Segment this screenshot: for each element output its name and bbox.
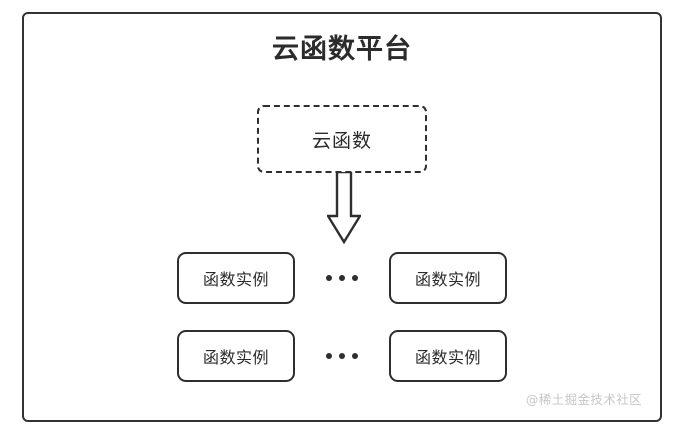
cloud-function-platform-frame: 云函数平台 云函数 函数实例 函数实例 函数实例 函数实例 xyxy=(22,12,662,422)
ellipsis-icon xyxy=(295,330,389,382)
ellipsis-dot xyxy=(339,353,345,359)
ellipsis-dot xyxy=(326,275,332,281)
cloud-function-label: 云函数 xyxy=(311,129,372,152)
instance-row: 函数实例 函数实例 xyxy=(24,252,660,304)
ellipsis-dot xyxy=(339,275,345,281)
cloud-function-node[interactable]: 云函数 xyxy=(257,105,427,173)
function-instance-label: 函数实例 xyxy=(202,270,269,289)
ellipsis-dot xyxy=(352,275,358,281)
function-instance-label: 函数实例 xyxy=(414,270,481,289)
ellipsis-dot xyxy=(326,353,332,359)
function-instance-label: 函数实例 xyxy=(202,348,269,367)
function-instance-box[interactable]: 函数实例 xyxy=(177,330,295,382)
page-title: 云函数平台 xyxy=(272,34,412,65)
down-arrow-icon xyxy=(327,172,361,244)
ellipsis-icon xyxy=(295,252,389,304)
function-instance-box[interactable]: 函数实例 xyxy=(389,252,507,304)
function-instance-label: 函数实例 xyxy=(414,348,481,367)
function-instance-box[interactable]: 函数实例 xyxy=(177,252,295,304)
function-instance-box[interactable]: 函数实例 xyxy=(389,330,507,382)
instance-row: 函数实例 函数实例 xyxy=(24,330,660,382)
ellipsis-dot xyxy=(352,353,358,359)
watermark: @稀土掘金技术社区 xyxy=(525,392,642,407)
